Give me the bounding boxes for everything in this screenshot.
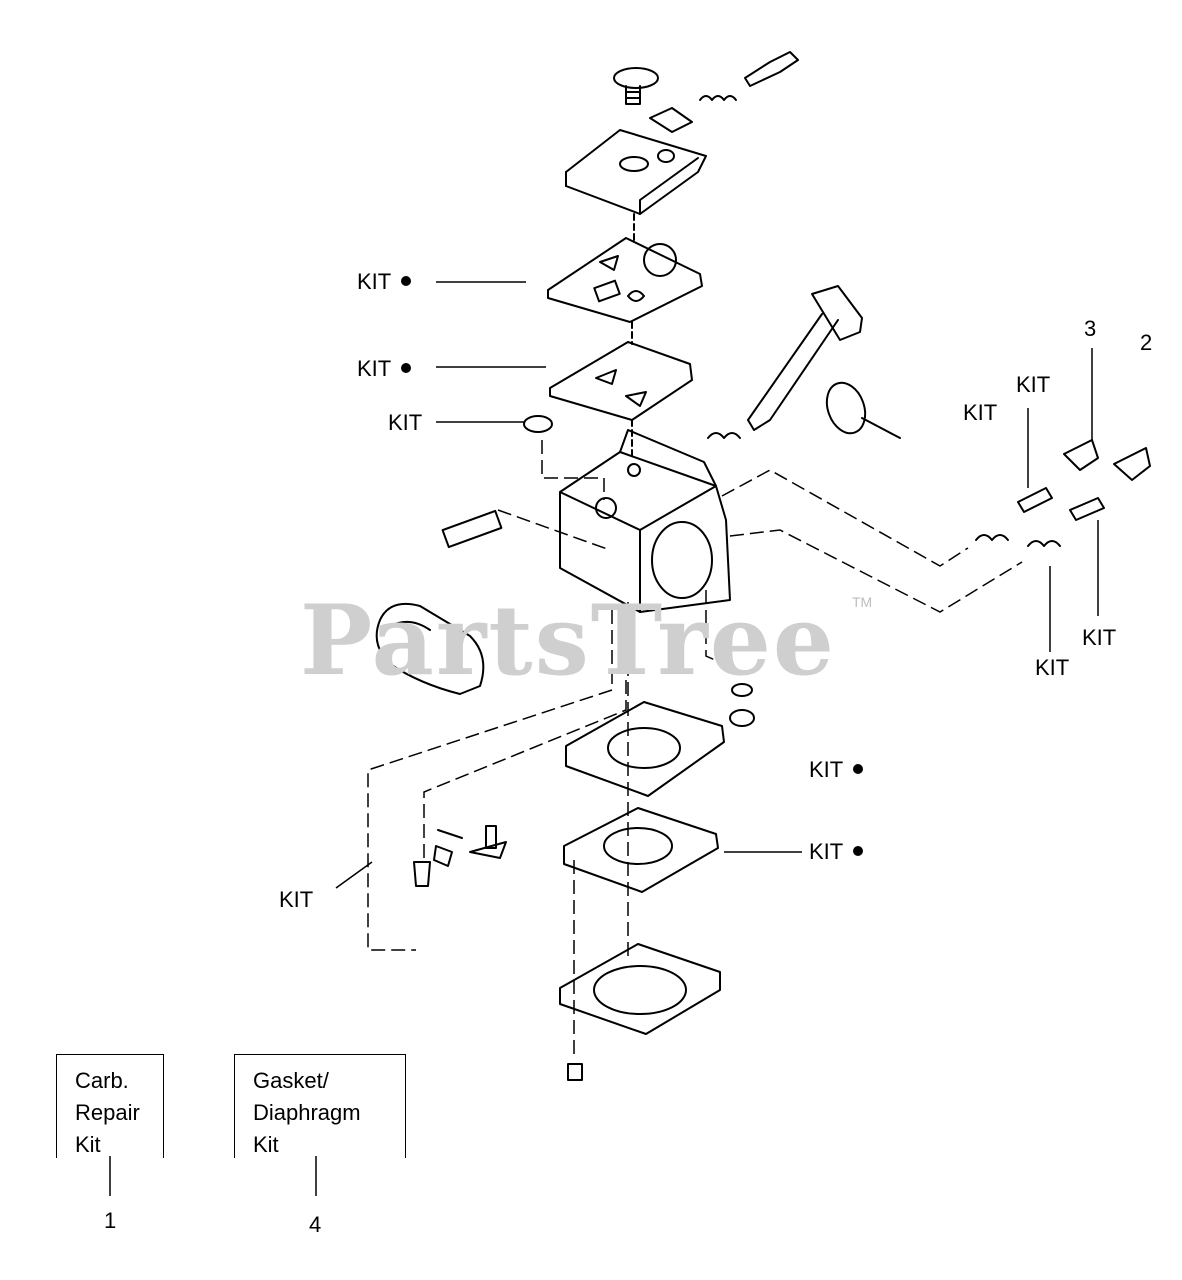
legend-box-carb-repair-kit: Carb. Repair Kit (56, 1054, 164, 1158)
kit-label-1: KIT (357, 269, 412, 294)
bullet-icon (853, 764, 864, 775)
gasket-plate-2-part (549, 341, 693, 421)
kit-label-8: KIT (809, 757, 864, 782)
lower-gasket-part (565, 701, 725, 797)
kit-label-7: KIT (1035, 655, 1070, 680)
bullet-icon (853, 846, 864, 857)
kit-label-2: KIT (357, 356, 412, 381)
legend-box-gasket-diaphragm-kit: Gasket/ Diaphragm Kit (234, 1054, 406, 1158)
kit-text: KIT (809, 839, 844, 864)
right-needles-group (975, 439, 1151, 547)
kit-label-10: KIT (279, 887, 314, 912)
legend-number-4: 4 (309, 1212, 322, 1237)
kit-label-4: KIT (963, 400, 998, 425)
cap-part (523, 415, 553, 433)
legend-line: Repair (75, 1100, 140, 1125)
legend-number-1: 1 (104, 1208, 117, 1233)
pin-part (441, 509, 503, 549)
bullet-icon (401, 276, 412, 287)
kit-text: KIT (357, 269, 392, 294)
jet-parts-group (413, 825, 507, 887)
plug-part (729, 709, 755, 727)
bottom-cover-part (559, 943, 721, 1035)
legend-line: Kit (75, 1132, 101, 1157)
legend-line: Gasket/ (253, 1068, 329, 1093)
legend-line: Kit (253, 1132, 279, 1157)
adjust-needle-part (699, 51, 799, 101)
top-screw-part (613, 67, 659, 105)
bottom-screw-part (567, 1063, 583, 1081)
carburetor-body-part (559, 429, 731, 613)
legend-line: Carb. (75, 1068, 129, 1093)
kit-label-6: KIT (1082, 625, 1117, 650)
trademark-mark: TM (852, 594, 873, 610)
diaphragm-part (563, 807, 719, 893)
parts-tree-watermark: PartsTree (300, 584, 836, 697)
ref-number-3: 3 (1084, 316, 1097, 341)
washer-part (731, 683, 753, 697)
ref-number-2: 2 (1140, 330, 1153, 355)
legend-line: Diaphragm (253, 1100, 361, 1125)
cover-plate-part (565, 107, 707, 215)
gasket-plate-1-part (547, 237, 703, 323)
bullet-icon (401, 363, 412, 374)
kit-text: KIT (809, 757, 844, 782)
filter-screen-part (375, 602, 485, 695)
throttle-shaft-part (707, 285, 901, 439)
kit-label-3: KIT (388, 410, 423, 435)
kit-label-5: KIT (1016, 372, 1051, 397)
kit-label-9: KIT (809, 839, 864, 864)
kit-text: KIT (357, 356, 392, 381)
